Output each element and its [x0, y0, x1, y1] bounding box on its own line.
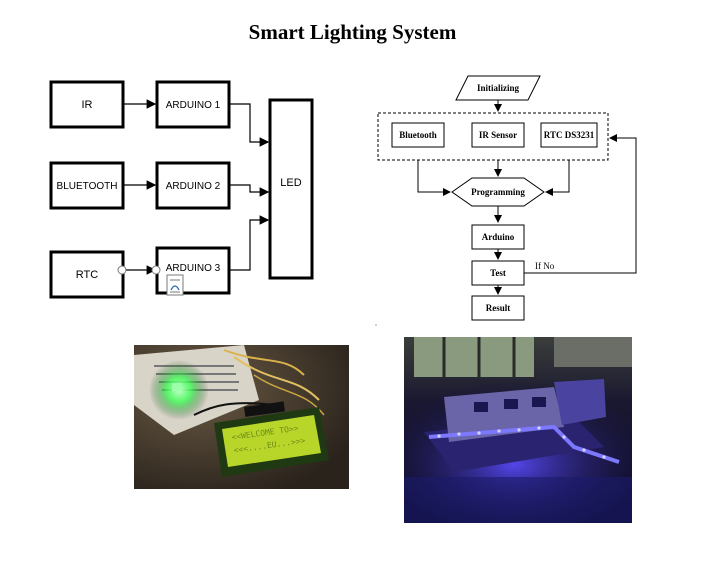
rtc-block [49, 250, 125, 299]
background-window [414, 337, 534, 377]
lcd-breadboard-photo: <<WELCOME TO>> <<<....EU...>>> [134, 345, 349, 489]
modules-group [377, 112, 609, 161]
initializing-label: Initializing [477, 83, 520, 93]
arduino-3-label: ARDUINO 3 [166, 263, 221, 274]
rtc-ds3231-node [540, 122, 598, 148]
ir-sensor-label: IR Sensor [479, 130, 517, 140]
connector-handle-left [117, 265, 127, 275]
ir-sensor-node [471, 122, 525, 148]
arduino-label: Arduino [482, 232, 515, 242]
result-label: Result [486, 303, 511, 313]
block-diagram: IR BLUETOOTH RTC ARDUINO 1 ARDUINO 2 ARD… [49, 80, 314, 299]
loop-label: If No [535, 261, 555, 271]
ir-block [49, 80, 125, 129]
arduino-node [471, 224, 525, 250]
arrow-arduino2-to-led [229, 184, 270, 197]
arduino-2-block [155, 161, 231, 210]
bluetooth-module-node [391, 122, 445, 148]
stray-dot [375, 324, 377, 326]
layout-options-icon[interactable] [166, 274, 184, 296]
arrow-arduino3-to-led [229, 215, 270, 271]
page-title: Smart Lighting System [248, 20, 457, 44]
flowchart: Initializing Bluetooth IR Sensor RTC DS3… [375, 75, 637, 326]
arduino-2-label: ARDUINO 2 [166, 181, 221, 192]
programming-node [451, 177, 545, 207]
arrow-bt-to-programming [417, 160, 451, 196]
ir-label: IR [82, 99, 93, 111]
programming-label: Programming [471, 187, 525, 197]
led-block [268, 98, 314, 280]
test-label: Test [490, 268, 506, 278]
led-model-photo [404, 337, 632, 523]
result-node [471, 295, 525, 321]
lcd-screen [222, 415, 321, 467]
rtc-ds3231-label: RTC DS3231 [544, 130, 595, 140]
model-photo-render [404, 337, 632, 523]
initializing-node [455, 75, 541, 101]
arrow-rtc-to-programming [545, 160, 570, 196]
arduino-1-label: ARDUINO 1 [166, 100, 221, 111]
bluetooth-module-label: Bluetooth [399, 130, 437, 140]
arrow-arduino1-to-led [229, 103, 270, 147]
arrow-test-loop-back [524, 134, 637, 274]
lcd-photo-render: <<WELCOME TO>> <<<....EU...>>> [134, 345, 349, 489]
bluetooth-label: BLUETOOTH [57, 181, 118, 192]
led-label: LED [280, 177, 301, 189]
rtc-label: RTC [76, 269, 98, 281]
connector-handle-right [151, 265, 161, 275]
